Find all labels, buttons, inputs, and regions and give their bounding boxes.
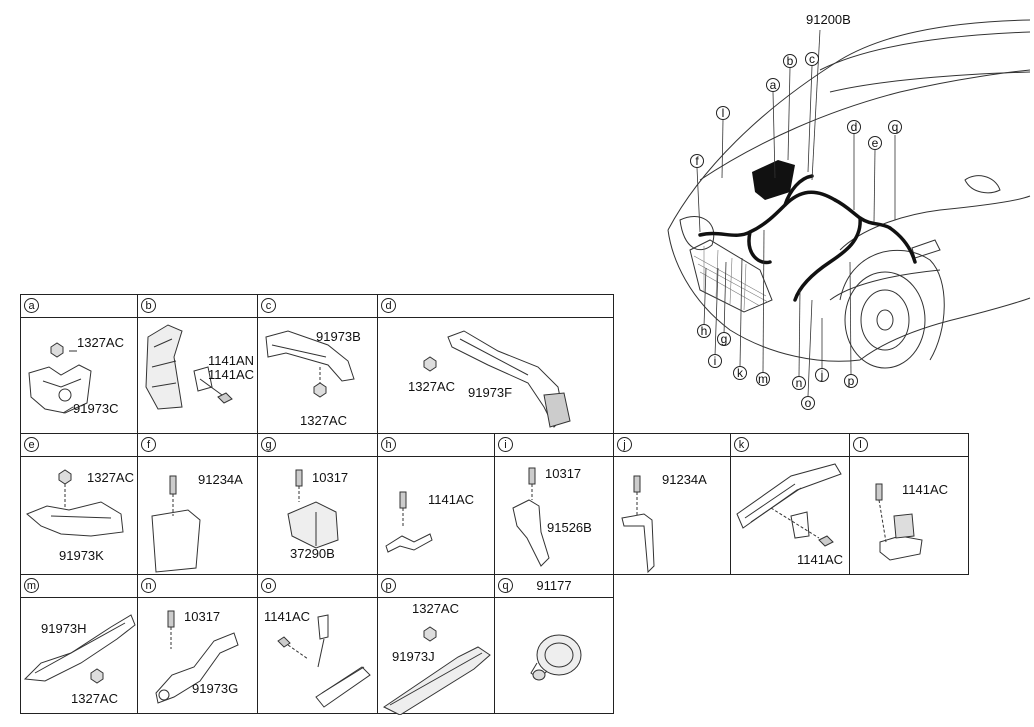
part-label: 91973H (41, 621, 87, 636)
callout-p: p (844, 374, 858, 388)
panel-badge: a (24, 298, 39, 313)
bracket-drawing (383, 626, 491, 715)
panel-badge: c (261, 298, 276, 313)
bracket-drawing (23, 614, 136, 684)
bracket-drawing (385, 491, 433, 553)
panel-e: e 1327AC 91973K (20, 433, 138, 575)
part-label: 37290B (290, 546, 335, 561)
main-part-number: 91200B (806, 12, 851, 27)
bracket-drawing (28, 342, 92, 414)
panel-a: a 1327AC 91973C (20, 294, 138, 434)
panel-b: b 1141AN 1141AC (137, 294, 258, 434)
part-label: 91973J (392, 649, 435, 664)
part-label: 91526B (547, 520, 592, 535)
panel-q: q 91177 (494, 574, 614, 714)
callout-k: k (733, 366, 747, 380)
panel-i: i 10317 91526B (494, 433, 614, 575)
callout-o: o (801, 396, 815, 410)
bracket-drawing (151, 475, 201, 573)
part-label: 91973K (59, 548, 104, 563)
part-label: 1141AC (902, 482, 949, 497)
bracket-drawing (512, 467, 550, 567)
grommet-drawing (530, 634, 582, 681)
bracket-drawing (155, 610, 239, 704)
panel-j: j 91234A (613, 433, 731, 575)
part-label: 1327AC (408, 379, 455, 394)
part-label: 91973F (468, 385, 513, 400)
part-label: 1141AC (797, 552, 844, 567)
part-label: 91973G (192, 681, 239, 696)
part-label: 1141AC (264, 609, 311, 624)
bracket-drawing (287, 469, 339, 549)
car-illustration (667, 19, 1031, 397)
callout-m: m (756, 372, 770, 386)
bracket-drawing (26, 469, 124, 537)
callout-c: c (805, 52, 819, 66)
panel-m: m 91973H 1327AC (20, 574, 138, 714)
panel-c: c 91973B 1327AC (257, 294, 378, 434)
panel-badge: p (381, 578, 396, 593)
panel-badge: n (141, 578, 156, 593)
panel-badge: l (853, 437, 868, 452)
panel-k: k 1141AC (730, 433, 850, 575)
panel-badge: d (381, 298, 396, 313)
callout-l: l (716, 106, 730, 120)
callout-b: b (783, 54, 797, 68)
panel-badge: h (381, 437, 396, 452)
bracket-drawing (875, 483, 923, 561)
part-label: 91234A (662, 472, 707, 487)
panel-badge: m (24, 578, 39, 593)
part-label: 1327AC (412, 601, 459, 616)
panel-badge: f (141, 437, 156, 452)
bracket-drawing (145, 324, 233, 410)
callout-h: h (697, 324, 711, 338)
panel-l: l 1141AC (849, 433, 969, 575)
bracket-drawing (277, 614, 371, 708)
part-label: 91973C (73, 401, 119, 416)
part-label: 10317 (312, 470, 349, 485)
callout-g: g (717, 332, 731, 346)
bracket-drawing (736, 463, 842, 547)
part-label: 91973B (316, 329, 361, 344)
part-label: 1141AC (428, 492, 475, 507)
panel-badge: j (617, 437, 632, 452)
panel-p: p 1327AC 91973J (377, 574, 495, 715)
panel-title: 91177 (536, 578, 572, 593)
panel-badge: k (734, 437, 749, 452)
panel-badge: e (24, 437, 39, 452)
panel-badge: g (261, 437, 276, 452)
bracket-drawing (621, 475, 655, 574)
panel-f: f 91234A (137, 433, 258, 575)
panel-n: n 10317 91973G (137, 574, 258, 714)
callout-e: e (868, 136, 882, 150)
bracket-drawing (265, 330, 355, 398)
callout-q: q (888, 120, 902, 134)
panel-g: g 10317 37290B (257, 433, 378, 575)
part-label: 1141AN (208, 353, 255, 368)
part-label: 10317 (184, 609, 221, 624)
panel-badge: i (498, 437, 513, 452)
panel-o: o 1141AC (257, 574, 378, 714)
panel-h: h 1141AC (377, 433, 495, 575)
bracket-drawing (423, 330, 571, 428)
part-label: 10317 (545, 466, 582, 481)
callout-f: f (690, 154, 704, 168)
callout-d: d (847, 120, 861, 134)
panel-badge: o (261, 578, 276, 593)
part-label: 1327AC (300, 413, 347, 428)
part-label: 1327AC (71, 691, 118, 706)
part-label: 1141AC (208, 367, 255, 382)
callout-a: a (766, 78, 780, 92)
part-label: 91234A (198, 472, 243, 487)
panel-d: d 1327AC 91973F (377, 294, 614, 434)
part-label: 1327AC (87, 470, 134, 485)
callout-n: n (792, 376, 806, 390)
callout-i: i (708, 354, 722, 368)
callout-j: j (815, 368, 829, 382)
panel-badge: q (498, 578, 513, 593)
part-label: 1327AC (77, 335, 124, 350)
panel-badge: b (141, 298, 156, 313)
